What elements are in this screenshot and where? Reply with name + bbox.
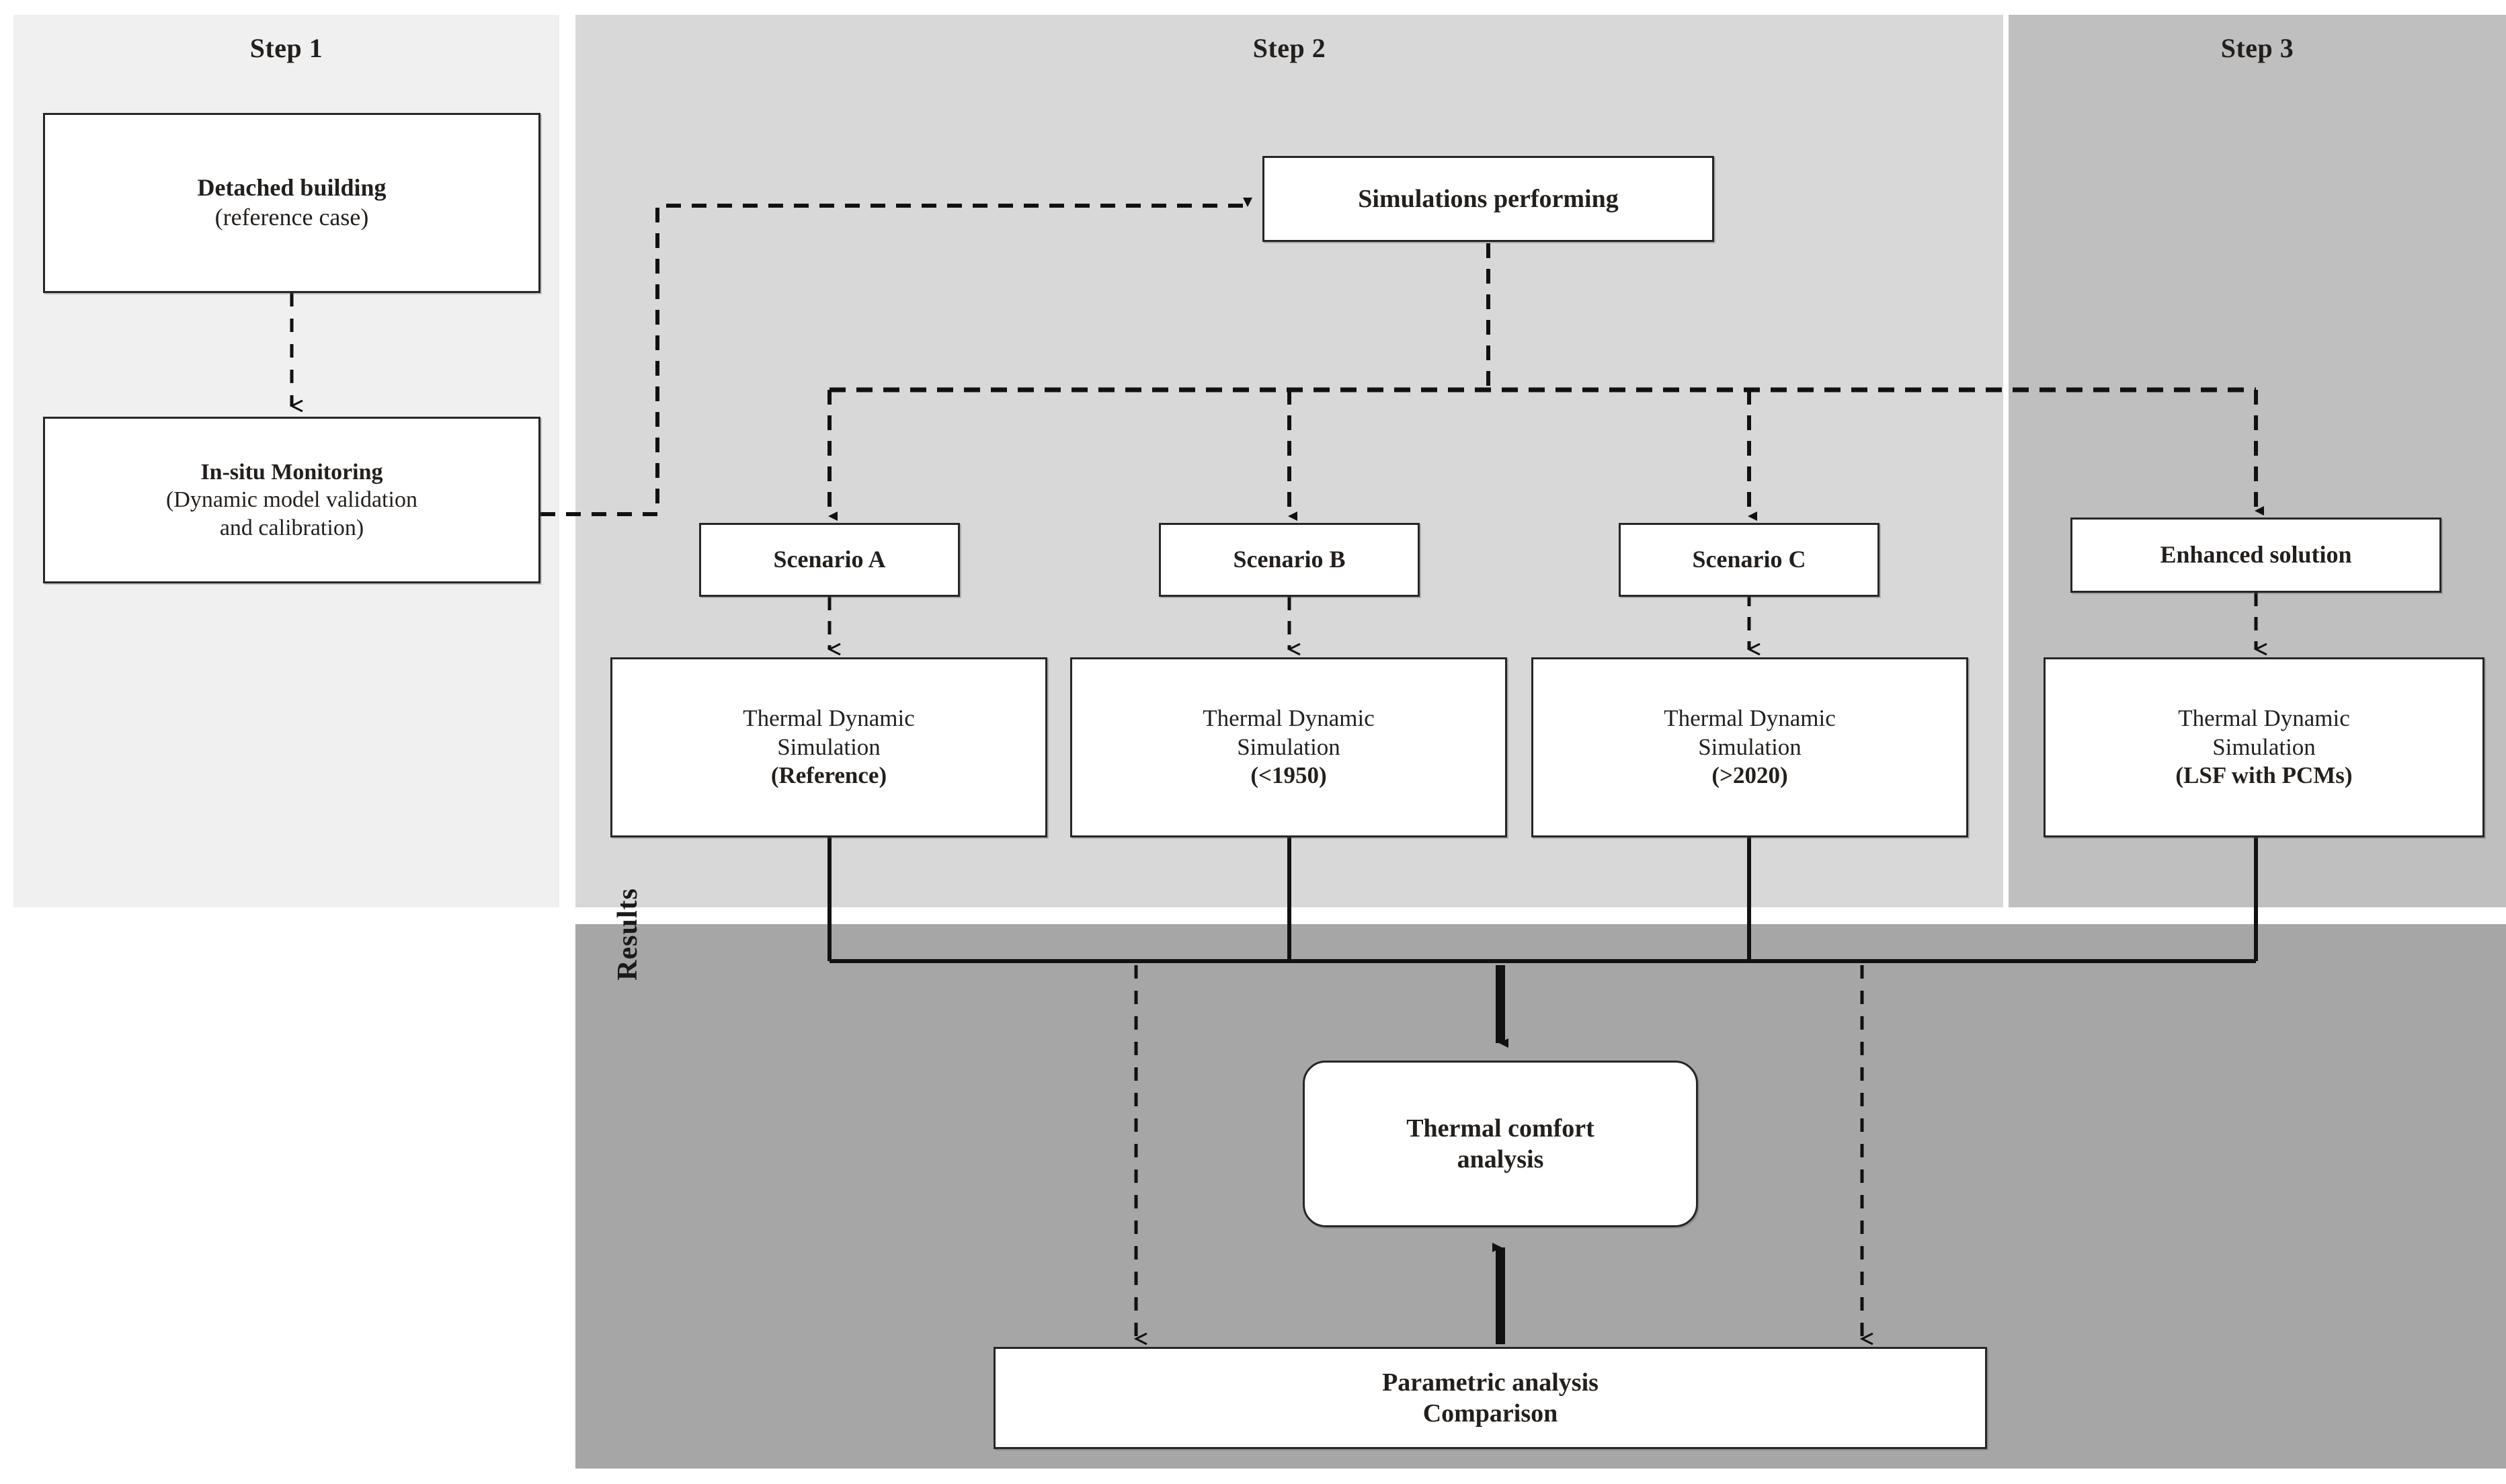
node-parametric-analysis[interactable]: Parametric analysis Comparison <box>994 1347 1987 1449</box>
node-parametric-analysis-line2: Comparison <box>1422 1399 1558 1428</box>
node-detached-building-line2: (reference case) <box>214 204 369 231</box>
node-detached-building[interactable]: Detached building (reference case) <box>43 113 540 293</box>
panel-step-3-title: Step 3 <box>2220 33 2294 63</box>
node-tds-pre1950-line1: Thermal Dynamic <box>1203 704 1375 731</box>
node-tds-lsf-pcm-line1: Thermal Dynamic <box>2178 704 2350 731</box>
node-tds-pre1950-line2: Simulation <box>1237 733 1340 760</box>
results-label: Results <box>612 888 643 981</box>
node-insitu-monitoring-line3: and calibration) <box>219 515 364 540</box>
node-enhanced-solution-label: Enhanced solution <box>2160 541 2352 569</box>
node-tds-reference-line1: Thermal Dynamic <box>743 704 915 731</box>
node-tds-lsf-pcm[interactable]: Thermal Dynamic Simulation (LSF with PCM… <box>2044 657 2484 837</box>
node-tds-reference-line2: Simulation <box>777 733 881 760</box>
node-tds-lsf-pcm-line3: (LSF with PCMs) <box>2175 762 2353 789</box>
node-simulations-performing-label: Simulations performing <box>1358 184 1619 213</box>
node-tds-post2020[interactable]: Thermal Dynamic Simulation (>2020) <box>1531 657 1968 837</box>
panel-step-2-title: Step 2 <box>1252 33 1326 63</box>
node-tds-post2020-line1: Thermal Dynamic <box>1664 704 1836 731</box>
panel-step-1-title: Step 1 <box>249 33 323 63</box>
node-insitu-monitoring-line1: In-situ Monitoring <box>200 459 383 485</box>
node-detached-building-line1: Detached building <box>197 174 387 202</box>
node-tds-post2020-line2: Simulation <box>1698 733 1802 760</box>
node-thermal-comfort-analysis-line2: analysis <box>1457 1145 1544 1173</box>
node-tds-reference-line3: (Reference) <box>770 762 887 789</box>
node-tds-reference[interactable]: Thermal Dynamic Simulation (Reference) <box>610 657 1047 837</box>
node-scenario-c-label: Scenario C <box>1692 546 1806 573</box>
node-tds-lsf-pcm-line2: Simulation <box>2212 733 2316 760</box>
node-thermal-comfort-analysis[interactable]: Thermal comfort analysis <box>1303 1061 1698 1227</box>
node-scenario-c[interactable]: Scenario C <box>1619 523 1879 597</box>
node-tds-pre1950-line3: (<1950) <box>1250 762 1327 789</box>
node-thermal-comfort-analysis-line1: Thermal comfort <box>1406 1114 1594 1143</box>
node-scenario-b[interactable]: Scenario B <box>1159 523 1420 597</box>
node-scenario-b-label: Scenario B <box>1233 546 1346 573</box>
node-simulations-performing[interactable]: Simulations performing <box>1262 156 1714 242</box>
node-tds-pre1950[interactable]: Thermal Dynamic Simulation (<1950) <box>1070 657 1507 837</box>
node-scenario-a[interactable]: Scenario A <box>699 523 960 597</box>
node-insitu-monitoring[interactable]: In-situ Monitoring (Dynamic model valida… <box>43 417 540 583</box>
node-parametric-analysis-line1: Parametric analysis <box>1382 1368 1599 1397</box>
node-tds-post2020-line3: (>2020) <box>1711 762 1788 789</box>
node-scenario-a-label: Scenario A <box>773 546 886 573</box>
node-insitu-monitoring-line2: (Dynamic model validation <box>166 487 417 513</box>
node-enhanced-solution[interactable]: Enhanced solution <box>2070 518 2441 593</box>
